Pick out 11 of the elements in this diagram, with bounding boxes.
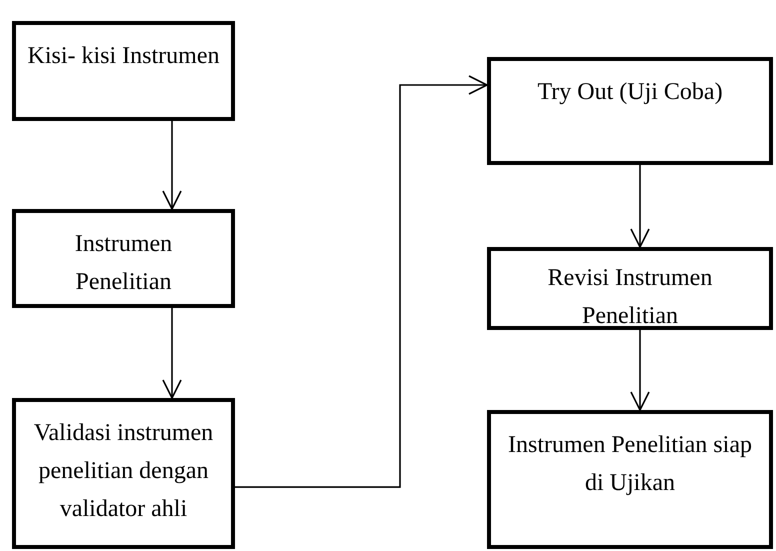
process-box: Validasi instrumen penelitian dengan validator ahli xyxy=(12,398,235,549)
process-box: Instrumen Penelitian siap di Ujikan xyxy=(487,410,773,549)
process-box: Instrumen Penelitian xyxy=(12,209,235,308)
process-box: Kisi- kisi Instrumen xyxy=(12,21,235,121)
arrow xyxy=(630,330,650,411)
process-box: Revisi Instrumen Penelitian xyxy=(487,247,773,330)
arrow xyxy=(162,308,182,399)
arrow xyxy=(630,165,650,248)
arrow xyxy=(162,121,182,210)
process-box: Try Out (Uji Coba) xyxy=(487,57,773,165)
arrow xyxy=(235,75,488,488)
